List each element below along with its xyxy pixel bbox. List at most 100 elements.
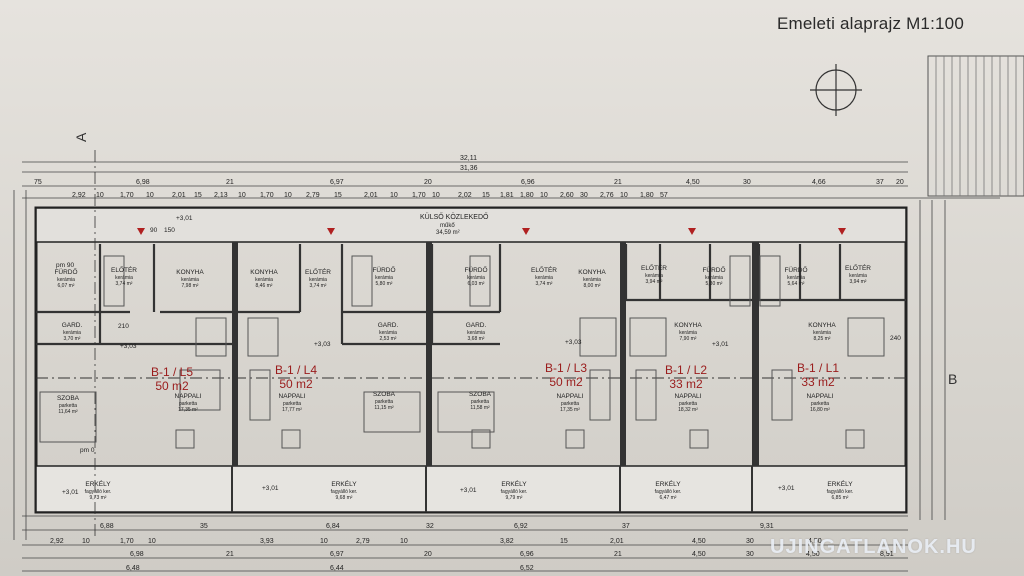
dim-bottom-row3: 6,96 <box>520 551 534 558</box>
room-name: SZOBA <box>373 391 396 398</box>
dim-top-row1: 4,66 <box>812 179 826 186</box>
dim-top-row2: 2,76 <box>600 192 614 199</box>
room-name: ELŐTÉR <box>641 263 667 272</box>
level-mark: +3,03 <box>314 341 331 348</box>
room-area: 5,80 m² <box>376 281 393 287</box>
dim-bottom-row2: 10 <box>82 538 90 545</box>
dim-top-row2: 15 <box>482 192 490 199</box>
dim-bottom-row1: 6,84 <box>326 523 340 530</box>
room-material: fagyálló ker. <box>331 489 358 495</box>
dim-bottom-row2: 30 <box>746 538 754 545</box>
dim-bottom-row3: 6,98 <box>130 551 144 558</box>
room-name: KONYHA <box>578 269 606 276</box>
dim-top-row2: 10 <box>620 192 628 199</box>
room-material: kerámia <box>787 275 805 281</box>
room-area: 7,90 m² <box>680 336 697 342</box>
dim-top-row2: 1,80 <box>640 192 654 199</box>
apartment-area: 33 m2 <box>669 377 703 391</box>
room-material: fagyálló ker. <box>655 489 682 495</box>
room-name: ELŐTÉR <box>111 265 137 274</box>
dim-top-row2: 2,01 <box>364 192 378 199</box>
dim-top-row2: 1,70 <box>412 192 426 199</box>
dim-top-row1: 21 <box>614 179 622 186</box>
room-name: ERKÉLY <box>827 479 853 488</box>
dim-top-row1: 30 <box>743 179 751 186</box>
room-name: NAPPALI <box>279 393 306 400</box>
dim-top-row2: 10 <box>390 192 398 199</box>
misc-label: pm 90 <box>56 262 74 269</box>
room-material: kerámia <box>467 275 485 281</box>
misc-label: 150 <box>164 227 175 234</box>
room-area: 3,94 m² <box>850 279 867 285</box>
room-area: 3,70 m² <box>64 336 81 342</box>
room-name: ERKÉLY <box>85 479 111 488</box>
inlet-markers <box>137 228 846 235</box>
dim-top-row1: 21 <box>226 179 234 186</box>
room-material: kerámia <box>181 277 199 283</box>
dim-bottom-row3: 6,97 <box>330 551 344 558</box>
building-walls <box>34 150 908 540</box>
room-material: kerámia <box>63 330 81 336</box>
dim-bottom-row3: 21 <box>614 551 622 558</box>
room-material: kerámia <box>583 277 601 283</box>
level-mark: +3,01 <box>778 485 795 492</box>
room-name: GARD. <box>466 322 487 329</box>
level-mark: +3,03 <box>120 343 137 350</box>
room-material: kerámia <box>679 330 697 336</box>
room-name: KONYHA <box>808 322 836 329</box>
misc-label: 90 <box>150 227 158 234</box>
room-material: parketta <box>811 401 829 407</box>
room-material: kerámia <box>645 273 663 279</box>
plan-title: Emeleti alaprajz M1:100 <box>777 14 964 33</box>
room-name: NAPPALI <box>807 393 834 400</box>
room-name: ELŐTÉR <box>305 267 331 276</box>
room-area: 17,35 m² <box>560 407 580 413</box>
apartment-id: B-1 / L3 <box>545 361 587 375</box>
dim-top-row2: 10 <box>540 192 548 199</box>
apartment-id: B-1 / L2 <box>665 363 707 377</box>
room-name: FÜRDŐ <box>784 265 807 274</box>
room-name: FÜRDŐ <box>54 267 77 276</box>
dim-top-row1: 6,97 <box>330 179 344 186</box>
room-area: 18,32 m² <box>678 407 698 413</box>
dim-total: 32,11 <box>460 155 477 162</box>
room-name: NAPPALI <box>175 393 202 400</box>
dim-bottom-row3: 4,50 <box>806 551 820 558</box>
dim-bottom-row3: 4,50 <box>692 551 706 558</box>
room-name: KONYHA <box>176 269 204 276</box>
room-area: 9,73 m² <box>90 495 107 501</box>
dim-top-row2: 1,81 <box>500 192 514 199</box>
dim-top-row2: 1,70 <box>260 192 274 199</box>
apartment-id: B-1 / L5 <box>151 365 193 379</box>
room-name: ERKÉLY <box>501 479 527 488</box>
room-name: NAPPALI <box>557 393 584 400</box>
level-mark: +3,01 <box>262 485 279 492</box>
room-name: GARD. <box>62 322 83 329</box>
dim-bottom-row1: 9,31 <box>760 523 774 530</box>
room-area: 9,68 m² <box>336 495 353 501</box>
dim-top-row1: 6,96 <box>521 179 535 186</box>
axis-label-a: A <box>73 132 89 142</box>
room-material: kerámia <box>535 275 553 281</box>
room-area: 5,64 m² <box>788 281 805 287</box>
dim-bottom-row2: 10 <box>320 538 328 545</box>
room-name: NAPPALI <box>675 393 702 400</box>
corridor-area: 34,59 m² <box>436 230 460 236</box>
room-material: kerámia <box>115 275 133 281</box>
room-material: kerámia <box>467 330 485 336</box>
room-name: FÜRDŐ <box>702 265 725 274</box>
misc-label: pm 0 <box>80 447 95 454</box>
room-name: GARD. <box>378 322 399 329</box>
level-mark: +3,01 <box>176 215 193 222</box>
room-name: SZOBA <box>57 395 80 402</box>
dim-top-row2: 10 <box>284 192 292 199</box>
dim-bottom-row1: 37 <box>622 523 630 530</box>
corridor-label: KÜLSŐ KÖZLEKEDŐ <box>420 212 489 221</box>
dim-top-row2: 10 <box>238 192 246 199</box>
dim-top-row2: 1,70 <box>120 192 134 199</box>
room-area: 5,30 m² <box>706 281 723 287</box>
dim-bottom-row2: 1,70 <box>120 538 134 545</box>
room-material: kerámia <box>813 330 831 336</box>
